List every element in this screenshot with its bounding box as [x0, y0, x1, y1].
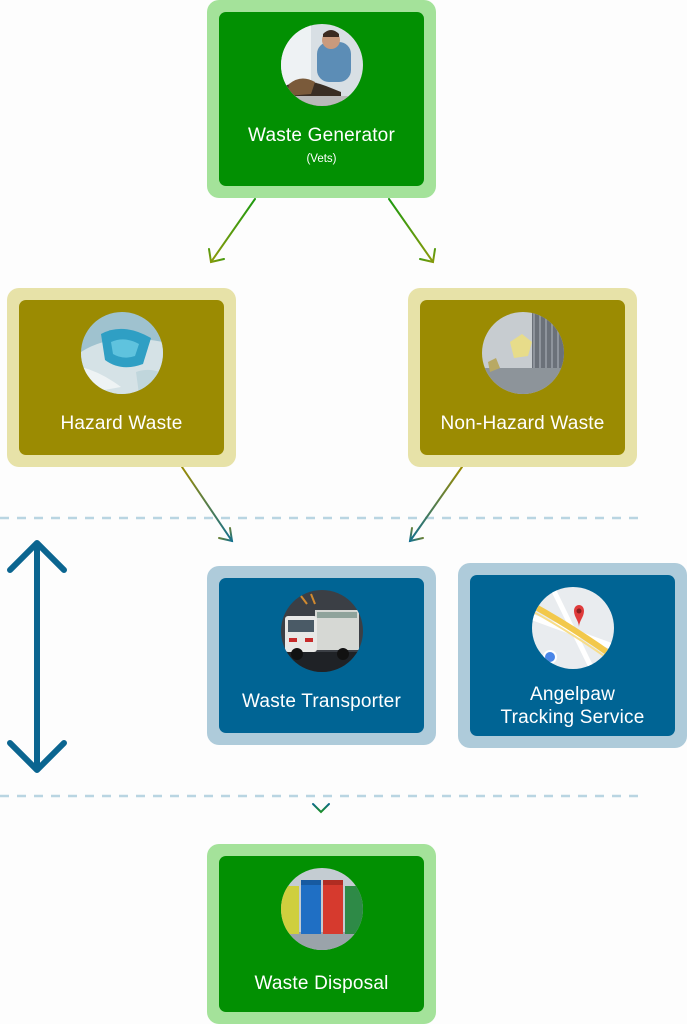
bins-photo-icon: [280, 868, 363, 950]
node-waste-transporter-card: Waste Transporter: [219, 578, 424, 733]
truck-photo-icon: [280, 590, 363, 672]
arrow-hazard-to-transporter: [181, 466, 234, 543]
node-subtitle: (Vets): [306, 153, 337, 165]
node-waste-disposal-card: Waste Disposal: [219, 856, 424, 1012]
node-title-line2: Tracking Service: [500, 707, 645, 728]
arrow-non-hazard-to-transporter: [408, 466, 463, 543]
map-pin-icon: [531, 587, 614, 669]
paper-waste-photo-icon: [481, 312, 564, 394]
node-hazard-waste-card: Hazard Waste: [19, 300, 224, 455]
node-hazard-waste[interactable]: Hazard Waste: [7, 288, 236, 467]
node-angelpaw-tracking-service-card: Angelpaw Tracking Service: [470, 575, 675, 736]
medical-waste-photo-icon: [80, 312, 163, 394]
arrow-transporter-to-disposal: [312, 744, 330, 814]
node-angelpaw-tracking-service[interactable]: Angelpaw Tracking Service: [458, 563, 687, 748]
node-title: Waste Disposal: [254, 973, 389, 994]
node-title: Waste Generator: [248, 125, 395, 146]
double-arrow-icon: [7, 540, 67, 773]
node-title: Non-Hazard Waste: [440, 413, 605, 434]
node-title: Angelpaw Tracking Service: [501, 683, 645, 729]
arrow-generator-to-hazard: [208, 198, 256, 264]
node-title-line1: Angelpaw: [529, 684, 616, 705]
veterinarian-photo-icon: [280, 24, 363, 106]
node-waste-transporter[interactable]: Waste Transporter: [207, 566, 436, 745]
node-waste-disposal[interactable]: Waste Disposal: [207, 844, 436, 1024]
node-waste-generator[interactable]: Waste Generator (Vets): [207, 0, 436, 198]
node-non-hazard-waste[interactable]: Non-Hazard Waste: [408, 288, 637, 467]
node-non-hazard-waste-card: Non-Hazard Waste: [420, 300, 625, 455]
node-waste-generator-card: Waste Generator (Vets): [219, 12, 424, 186]
node-title: Waste Transporter: [242, 691, 401, 712]
arrow-generator-to-non-hazard: [388, 198, 436, 264]
node-title: Hazard Waste: [60, 413, 183, 434]
